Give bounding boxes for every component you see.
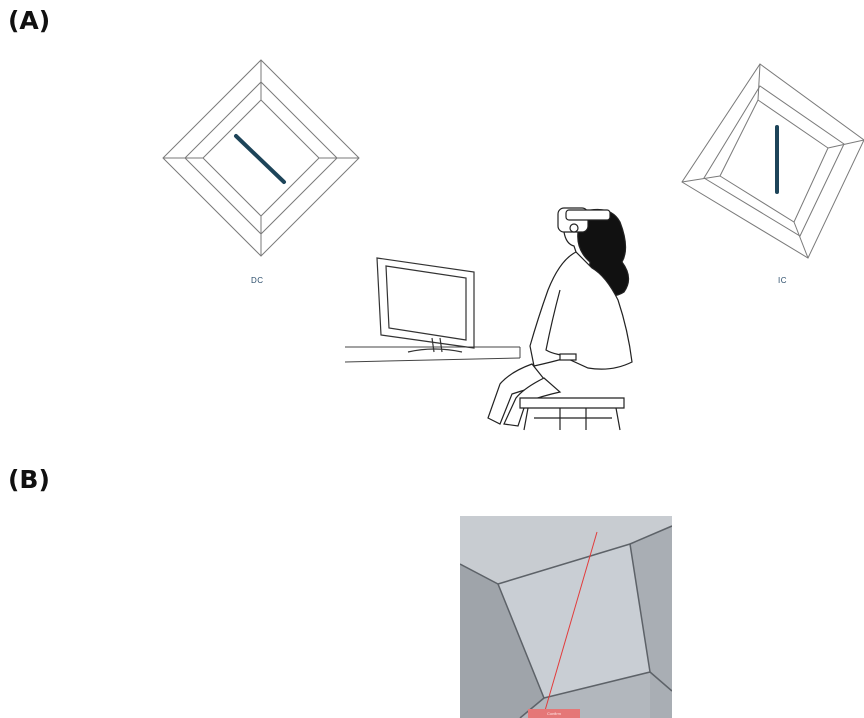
ic-caption: IC: [778, 276, 787, 285]
ic-frame: [682, 64, 864, 258]
person: [488, 208, 632, 430]
panel-a-illustration: [0, 0, 864, 460]
confirm-button[interactable]: Confirm: [528, 709, 580, 718]
dc-rod: [236, 136, 284, 182]
vr-scene: [460, 516, 672, 718]
vr-view: Confirm: [460, 516, 672, 718]
dc-caption: DC: [251, 276, 264, 285]
monitor: [377, 258, 474, 352]
panel-b-label: (B): [8, 465, 50, 494]
